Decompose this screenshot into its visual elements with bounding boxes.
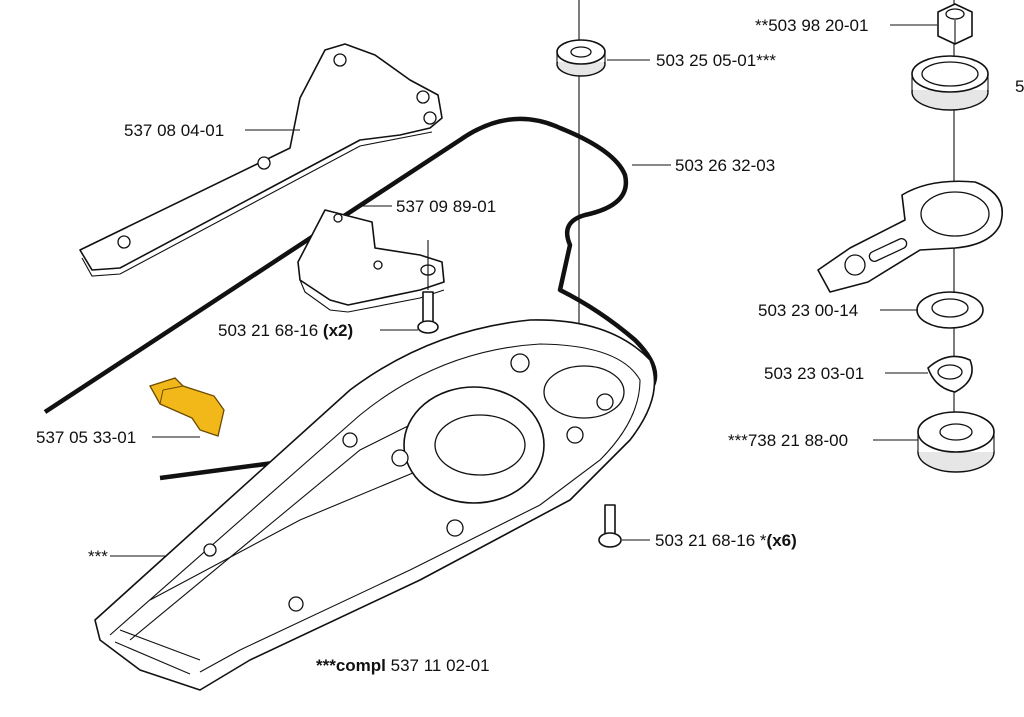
connecting-rod-part [817, 180, 1003, 293]
leader-lines [110, 24, 937, 557]
label-cam: 503 23 03-01 [764, 364, 865, 383]
label-bracket: 537 09 89-01 [396, 197, 497, 216]
label-screw-x6: 503 21 68-16 *(x6) [655, 531, 797, 551]
lower-bearing-part [917, 411, 995, 473]
label-nut: **503 98 20-01 [755, 16, 869, 35]
screw-x6-part [598, 504, 622, 548]
label-housing: *** [88, 547, 108, 566]
label-lower-bearing: ***738 21 88-00 [728, 431, 849, 450]
clip-part-highlighted [149, 377, 225, 437]
screw-x2-part [417, 240, 439, 334]
label-plate: 537 08 04-01 [124, 121, 225, 140]
screw-x2-number: 503 21 68-16 [218, 321, 323, 340]
nut-part [937, 3, 973, 45]
label-top-bearing: 503 25 05-01*** [656, 51, 777, 70]
bracket-part [297, 209, 445, 313]
compl-number: 537 11 02-01 [385, 656, 490, 675]
label-clip: 537 05 33-01 [36, 428, 137, 447]
label-screw-x2: 503 21 68-16 (x2) [218, 321, 353, 341]
screw-x6-number: 503 21 68-16 * [655, 531, 767, 550]
compl-prefix: ***compl [316, 656, 386, 675]
label-belt: 503 26 32-03 [675, 156, 776, 175]
screw-x2-qty: (x2) [322, 321, 354, 340]
label-bearing-right: 5 [1015, 77, 1024, 96]
top-bearing-part [556, 39, 606, 77]
plate-part [79, 43, 443, 277]
screw-x6-qty: (x6) [766, 531, 797, 550]
housing-part [94, 319, 656, 691]
needle-bearing-part [911, 55, 989, 111]
label-washer: 503 23 00-14 [758, 301, 859, 320]
cam-part [927, 355, 973, 393]
washer-part [916, 291, 984, 329]
label-compl: ***compl 537 11 02-01 [316, 656, 490, 676]
